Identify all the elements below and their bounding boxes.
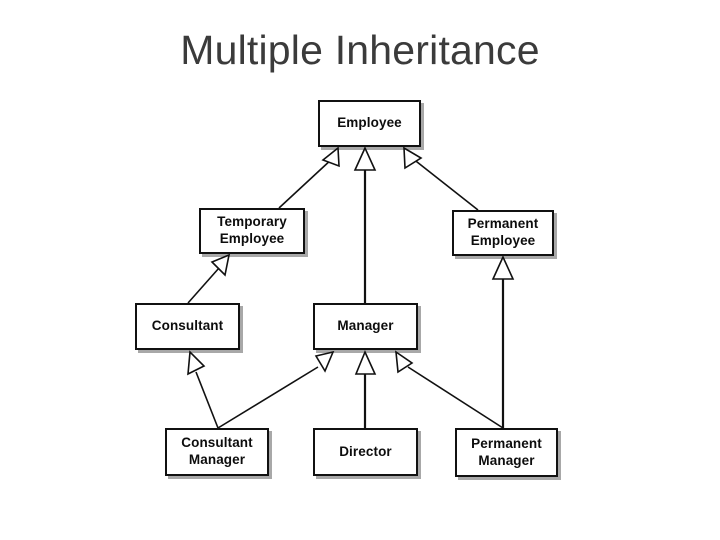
- generalization-arrowhead: [314, 350, 335, 373]
- box-shadow-manager: [316, 350, 421, 353]
- box-shadow-director: [316, 476, 421, 479]
- generalization-arrowhead: [210, 253, 231, 277]
- edge-permanent-manager-to-manager: [395, 350, 504, 429]
- class-box-temporary-employee[interactable]: Temporary Employee: [199, 208, 305, 254]
- box-shadow-director-right: [418, 431, 421, 479]
- box-shadow-temporary-employee-right: [305, 211, 308, 257]
- class-box-permanent-manager[interactable]: Permanent Manager: [455, 428, 558, 477]
- box-shadow-manager-right: [418, 306, 421, 353]
- box-shadow-permanent-employee: [455, 256, 557, 259]
- class-label-director: Director: [339, 443, 392, 459]
- edge-consultant-manager-to-manager: [217, 350, 335, 429]
- class-label-permanent-employee: Permanent Employee: [467, 216, 539, 248]
- edge-manager-to-employee: [353, 146, 377, 303]
- class-box-permanent-employee[interactable]: Permanent Employee: [452, 210, 554, 256]
- box-shadow-consultant-manager: [168, 476, 272, 479]
- class-box-manager[interactable]: Manager: [313, 303, 418, 350]
- edge-permanent-manager-to-permanent-employee: [491, 255, 515, 428]
- generalization-arrowhead: [321, 146, 340, 168]
- box-shadow-consultant-right: [240, 306, 243, 353]
- box-shadow-consultant-manager-right: [269, 431, 272, 479]
- class-label-consultant-manager: Consultant Manager: [181, 435, 253, 467]
- class-label-temporary-employee: Temporary Employee: [217, 214, 287, 246]
- class-box-employee[interactable]: Employee: [318, 100, 421, 147]
- class-label-consultant: Consultant: [151, 318, 224, 334]
- edge-director-to-manager: [354, 349, 377, 428]
- box-shadow-permanent-manager-right: [558, 431, 561, 480]
- generalization-arrowhead: [354, 349, 377, 375]
- class-box-director[interactable]: Director: [313, 428, 418, 476]
- generalization-arrowhead: [403, 146, 423, 170]
- page-title: Multiple Inheritance: [180, 27, 540, 73]
- box-shadow-employee: [321, 147, 424, 150]
- class-label-permanent-manager: Permanent Manager: [471, 435, 542, 468]
- edge-consultant-to-temporary-employee: [187, 253, 231, 304]
- box-shadow-temporary-employee: [202, 254, 308, 257]
- class-label-manager: Manager: [337, 318, 394, 334]
- edge-permanent-employee-to-employee: [403, 146, 479, 211]
- class-box-consultant-manager[interactable]: Consultant Manager: [165, 428, 269, 476]
- edge-consultant-manager-to-consultant: [187, 350, 219, 429]
- edge-temporary-employee-to-employee: [278, 146, 340, 209]
- box-shadow-permanent-employee-right: [554, 213, 557, 259]
- generalization-arrowhead: [353, 146, 377, 171]
- class-label-employee: Employee: [337, 115, 402, 131]
- generalization-arrowhead: [187, 350, 206, 376]
- box-shadow-permanent-manager: [458, 477, 561, 480]
- box-shadow-employee-right: [421, 103, 424, 150]
- class-box-consultant[interactable]: Consultant: [135, 303, 240, 350]
- generalization-arrowhead: [491, 255, 515, 280]
- generalization-arrowhead: [395, 350, 414, 374]
